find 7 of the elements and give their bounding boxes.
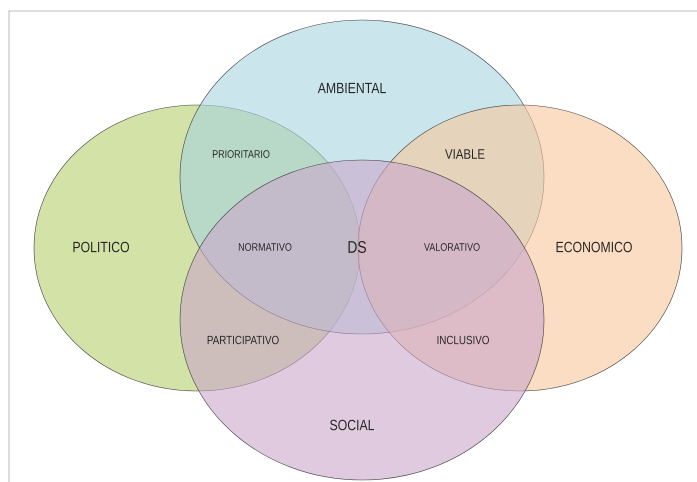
- region-label: NORMATIVO: [238, 243, 292, 251]
- region-label: PRIORITARIO: [212, 150, 270, 158]
- region-label: VALORATIVO: [424, 243, 480, 251]
- region-label: VIABLE: [445, 149, 485, 159]
- region-label: INCLUSIVO: [438, 336, 489, 344]
- region-label: DS: [348, 241, 366, 253]
- region-label: PARTICIPATIVO: [208, 336, 279, 344]
